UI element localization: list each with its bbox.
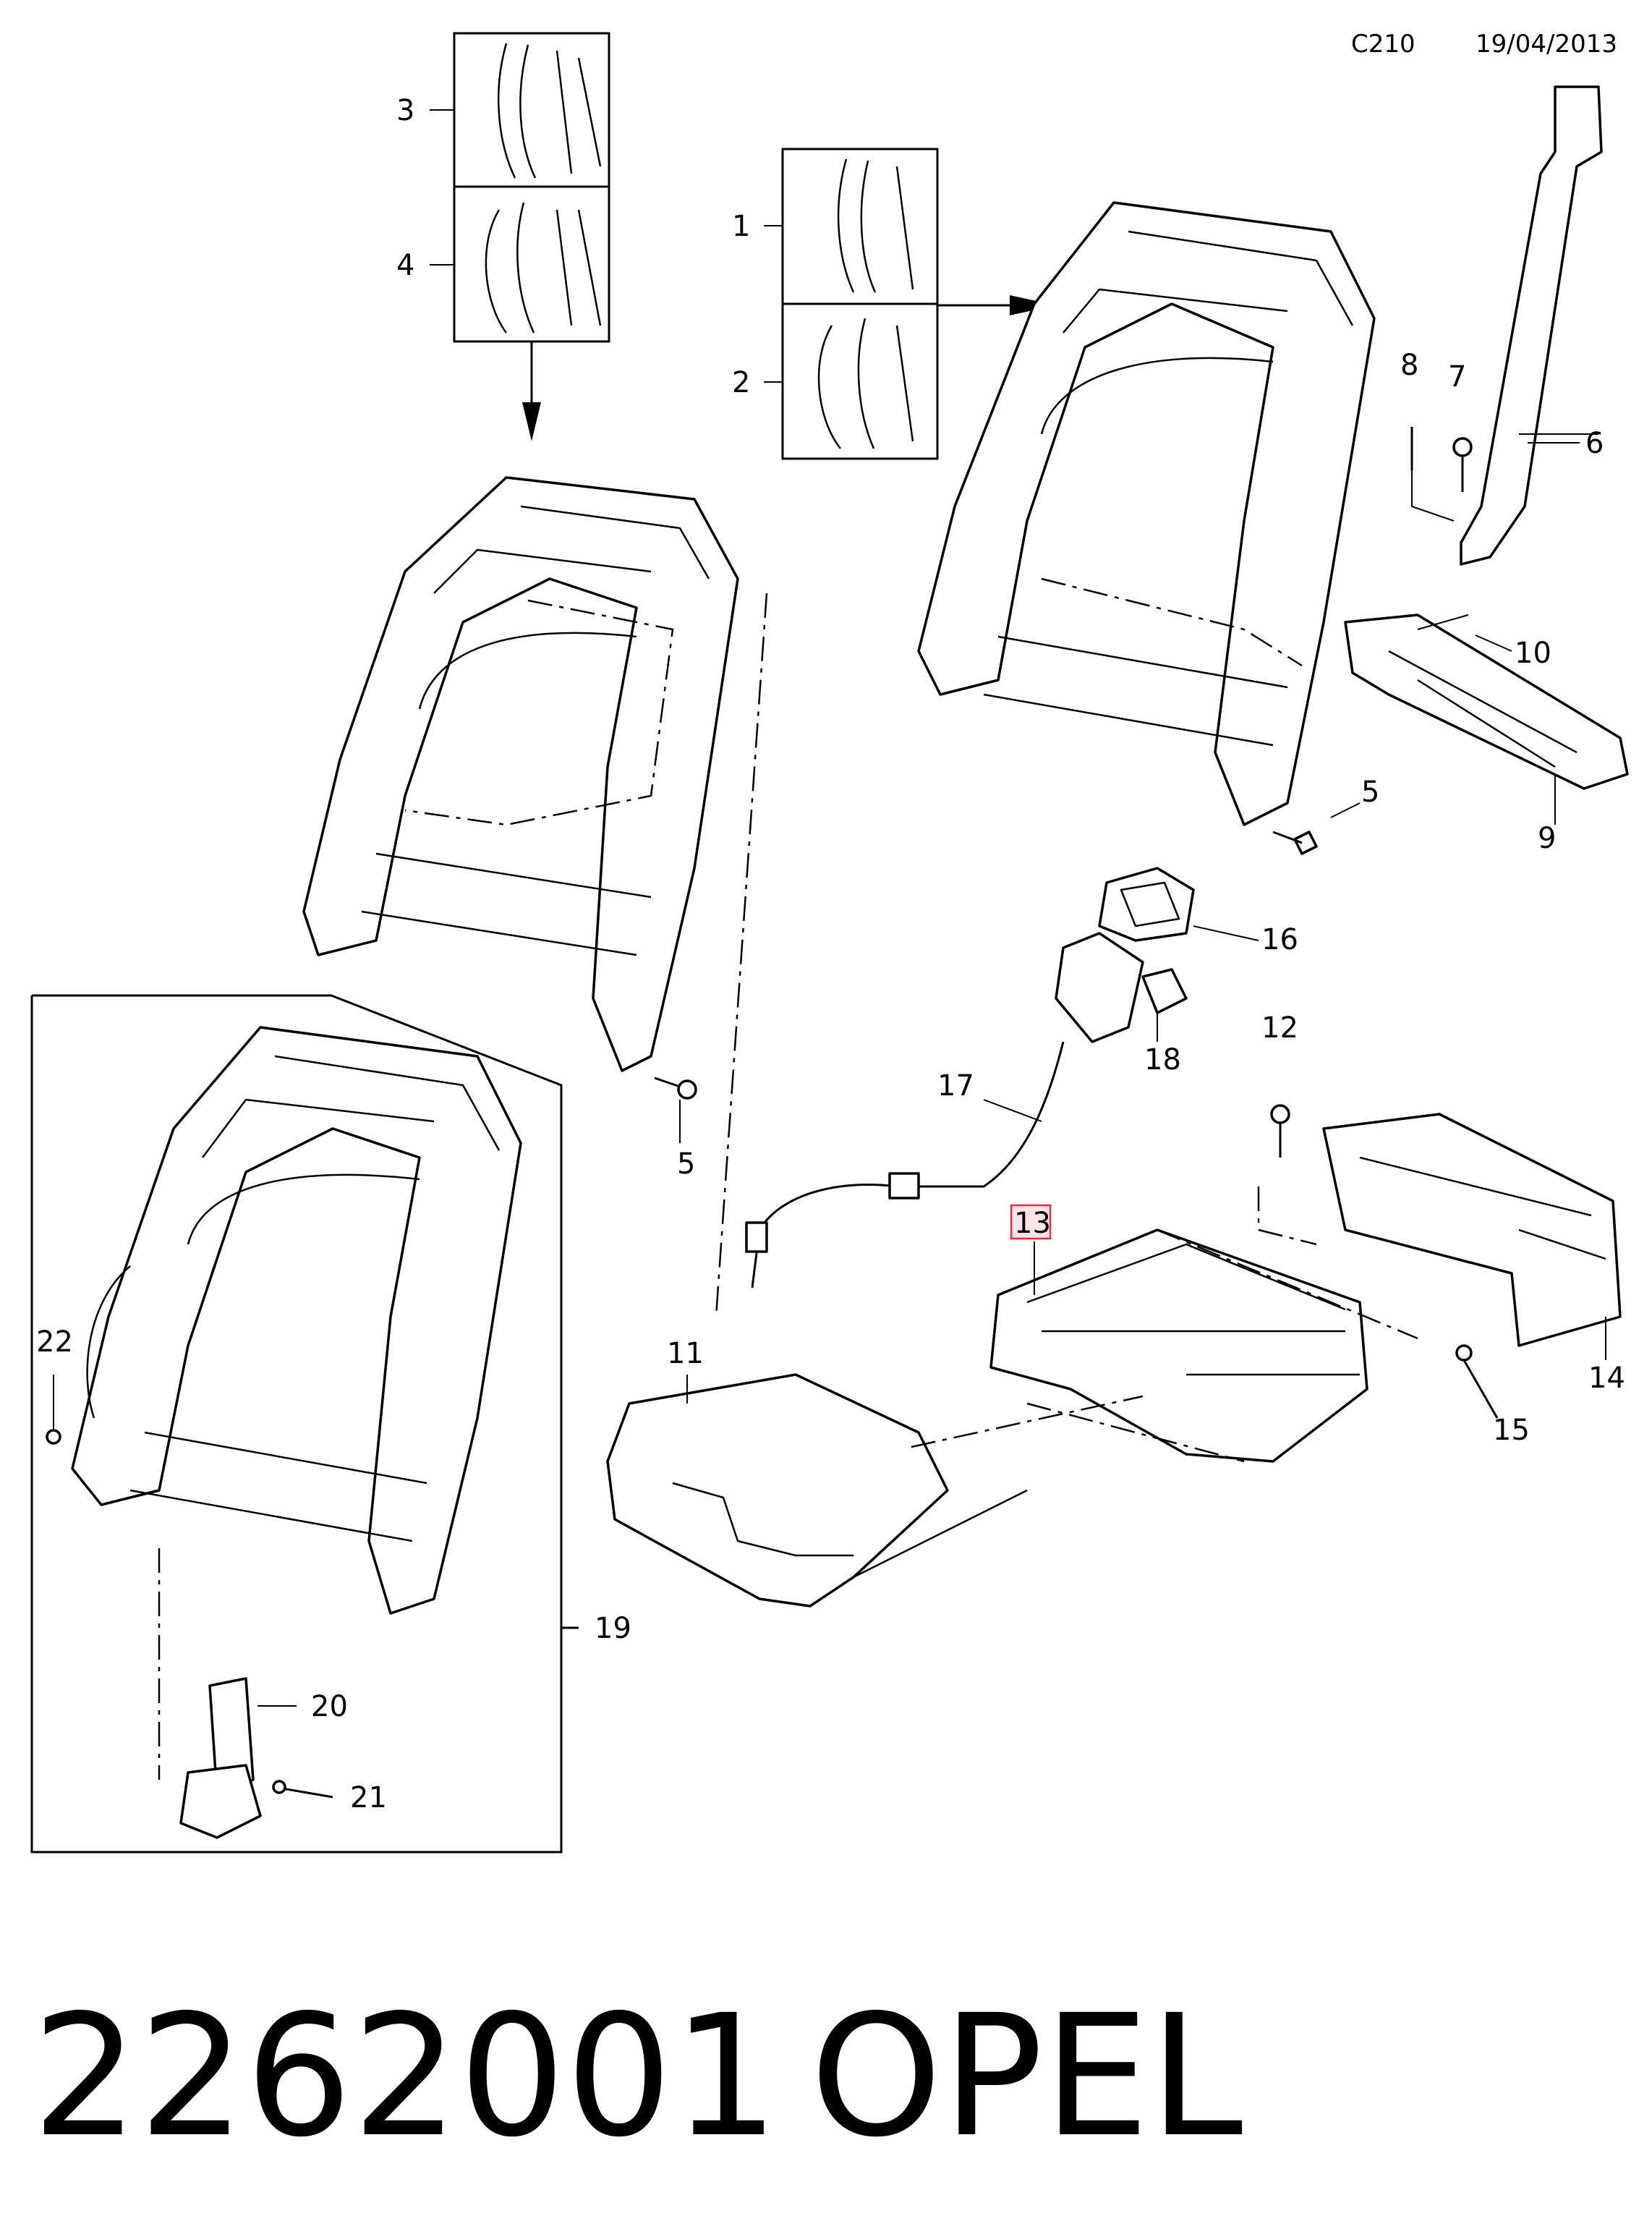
fastener-8 <box>1410 427 1455 522</box>
switch-16 <box>1098 867 1259 942</box>
part-number: 2262001 <box>32 1979 779 2174</box>
diagram-code: C210 <box>1351 30 1415 59</box>
callout-14: 14 <box>1588 1362 1625 1395</box>
callout-16: 16 <box>1261 923 1298 956</box>
callout-20: 20 <box>311 1690 348 1723</box>
callout-19: 19 <box>595 1612 631 1645</box>
callout-21: 21 <box>350 1781 387 1814</box>
screw-5-right <box>1272 831 1318 855</box>
bolt-12 <box>1270 1104 1290 1158</box>
callout-12: 12 <box>1261 1011 1298 1045</box>
callout-3: 3 <box>396 94 414 127</box>
clip-22 <box>46 1375 61 1445</box>
brand-name: OPEL <box>810 1979 1243 2174</box>
callout-5-left: 5 <box>677 1147 695 1181</box>
callout-1: 1 <box>732 210 750 243</box>
recliner-9 <box>1344 613 1629 790</box>
callout-13-highlight: 13 <box>1010 1204 1052 1240</box>
callout-2: 2 <box>732 366 750 399</box>
callout-4: 4 <box>396 249 414 282</box>
harness-17 <box>715 593 1065 1317</box>
seat-pan-14 <box>1257 1113 1622 1347</box>
callout-10: 10 <box>1515 637 1551 670</box>
bracket-6 <box>1460 85 1603 566</box>
assembly-19 <box>30 994 579 1854</box>
callout-6: 6 <box>1585 427 1604 460</box>
seat-cover-11 <box>606 1373 1144 1608</box>
diagram-date: 19/04/2013 <box>1476 30 1617 59</box>
callout-8: 8 <box>1400 349 1418 382</box>
seat-back-frame-left <box>302 476 739 1072</box>
callout-17: 17 <box>937 1069 974 1103</box>
seat-frame-13 <box>989 1228 1418 1463</box>
callout-5-right: 5 <box>1361 776 1379 809</box>
seat-back-frame-right <box>917 201 1376 826</box>
leader-lines <box>257 109 1606 1707</box>
motor-20 <box>158 1548 262 1839</box>
callout-22: 22 <box>36 1325 73 1359</box>
callout-11: 11 <box>667 1337 704 1370</box>
screw-5-left <box>654 1077 697 1100</box>
callout-9: 9 <box>1538 822 1556 855</box>
switch-base-18 <box>1055 932 1188 1043</box>
callout-18: 18 <box>1144 1043 1181 1077</box>
fastener-7 <box>1452 437 1473 492</box>
callout-7: 7 <box>1448 360 1466 394</box>
detail-box-3-4 <box>453 32 610 441</box>
bolt-15 <box>1455 1344 1499 1419</box>
screw-21 <box>272 1780 333 1799</box>
callout-15: 15 <box>1493 1414 1530 1447</box>
callout-13: 13 <box>1014 1207 1051 1240</box>
